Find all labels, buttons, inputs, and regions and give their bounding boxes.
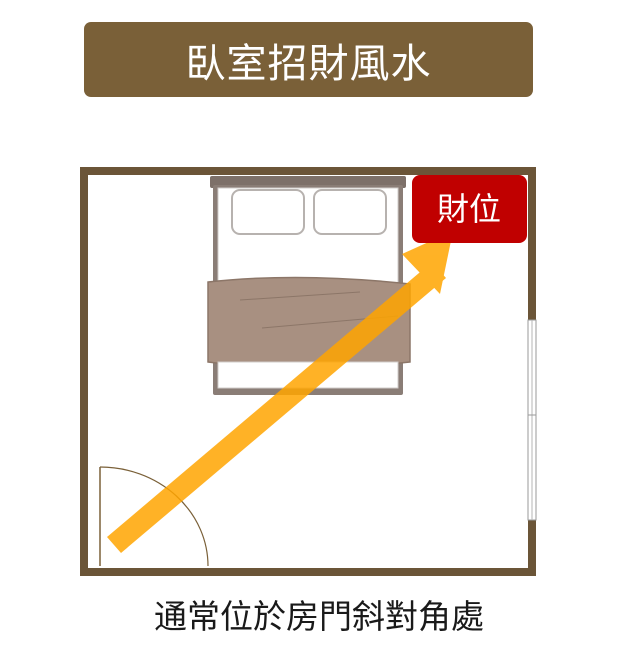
- caption: 通常位於房門斜對角處: [154, 597, 484, 636]
- window-icon: [527, 319, 537, 521]
- title-banner: 臥室招財風水: [84, 22, 533, 97]
- wealth-position-badge: 財位: [412, 175, 527, 243]
- wealth-position-label: 財位: [437, 190, 501, 228]
- bed-icon: [207, 176, 411, 395]
- diagonal-arrow-icon: [107, 231, 453, 553]
- page-title: 臥室招財風水: [185, 40, 432, 87]
